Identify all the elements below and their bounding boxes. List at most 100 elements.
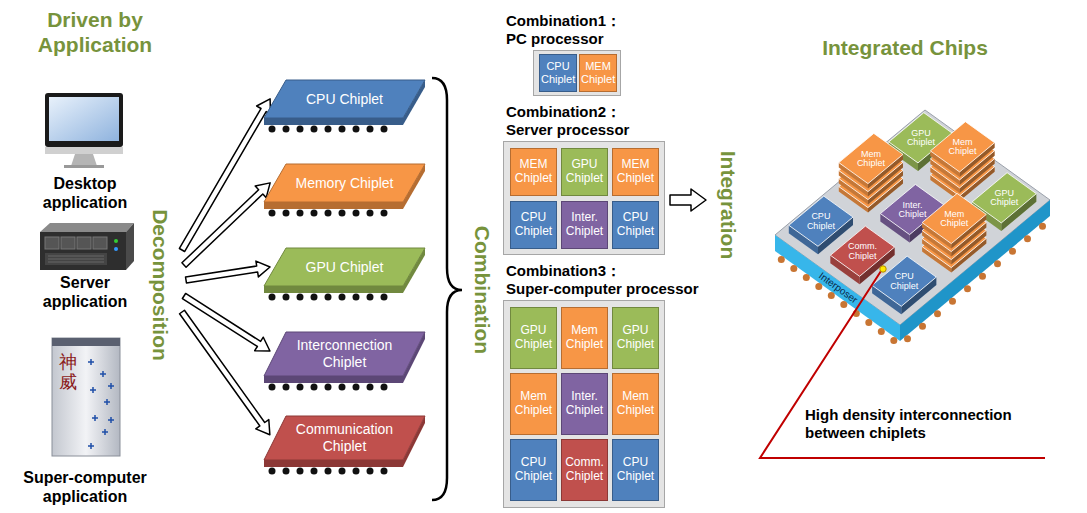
interposer-bump <box>790 265 797 272</box>
stacked-chiplet <box>872 256 936 314</box>
chiplet-box: Memory Chiplet <box>262 162 427 218</box>
chiplet-cell-label: Inter. Chiplet <box>563 390 606 418</box>
chip-label: CPU Chiplet <box>886 272 922 291</box>
solder-bump <box>269 294 276 301</box>
chiplet-cell: Mem Chiplet <box>612 373 659 435</box>
solder-bump <box>297 210 304 217</box>
combination-subtitle: Server processor <box>506 121 629 139</box>
stacked-chiplet <box>789 113 1036 315</box>
solder-bump <box>367 294 374 301</box>
combination-box: Combination1：PC processorCPU ChipletMEM … <box>533 50 621 96</box>
interposer-bump <box>994 260 1001 267</box>
server-icon <box>45 253 107 265</box>
chiplet-box: Interconnection Chiplet <box>262 330 427 392</box>
solder-bump <box>283 468 290 475</box>
chiplet-cell: Inter. Chiplet <box>561 201 608 249</box>
integration-arrow <box>670 189 706 211</box>
solder-bump <box>283 126 290 133</box>
solder-bump <box>325 384 332 391</box>
application-caption: Super-computer application <box>10 468 160 506</box>
monitor-icon <box>64 165 104 168</box>
chip-label: Comm. Chiplet <box>845 242 881 261</box>
chiplet-cell-label: MEM Chiplet <box>614 158 657 186</box>
step-label: Integration <box>715 151 740 260</box>
combination-subtitle: Super-computer processor <box>506 280 699 298</box>
chiplet-cell-label: GPU Chiplet <box>512 324 555 352</box>
monitor-icon <box>45 93 123 168</box>
leader-line <box>880 266 886 272</box>
interposer-bump <box>904 335 911 342</box>
chiplet-cell: CPU Chiplet <box>510 439 557 501</box>
chiplet-cell-label: CPU Chiplet <box>512 456 555 484</box>
solder-bump <box>325 468 332 475</box>
solder-bump <box>339 126 346 133</box>
stacked-chiplet <box>839 133 903 188</box>
solder-bump <box>311 210 318 217</box>
solder-bump <box>353 294 360 301</box>
solder-bump <box>325 210 332 217</box>
server-icon <box>126 223 134 270</box>
decomposition-arrow <box>175 95 277 254</box>
chiplet-shape <box>264 376 403 383</box>
solder-bump <box>297 384 304 391</box>
decomposition-arrow <box>175 95 277 440</box>
chiplet-cell: CPU Chiplet <box>612 439 659 501</box>
combination-brace <box>432 78 462 500</box>
server-icon <box>114 239 118 243</box>
solder-bump <box>353 210 360 217</box>
step-label: Combination <box>469 226 494 354</box>
combination-title: Combination3： <box>506 262 699 280</box>
solder-bump <box>311 384 318 391</box>
chiplet-shape <box>264 416 425 460</box>
interposer-bump <box>865 319 872 326</box>
combination-heading: Combination2：Server processor <box>506 103 629 139</box>
chiplet-cell-label: Comm. Chiplet <box>563 456 606 484</box>
interposer-bump <box>919 323 926 330</box>
monitor-icon <box>49 97 119 141</box>
chiplet-label: GPU Chiplet <box>290 259 399 276</box>
interposer-bump <box>803 274 810 281</box>
solder-bump <box>353 384 360 391</box>
chiplet-cell-label: Inter. Chiplet <box>563 211 606 239</box>
server-icon <box>48 256 104 262</box>
solder-bump <box>269 468 276 475</box>
chiplet-cell: GPU Chiplet <box>510 307 557 369</box>
solder-bump <box>283 210 290 217</box>
supercomputer-icon <box>88 359 114 449</box>
solder-bump <box>381 294 388 301</box>
solder-bump <box>339 294 346 301</box>
interposer-bump <box>878 328 885 335</box>
chiplet-cell: Inter. Chiplet <box>561 373 608 435</box>
decomposition-arrow <box>178 177 275 271</box>
combination-heading: Combination3：Super-computer processor <box>506 262 699 298</box>
chip-label: GPU Chiplet <box>903 128 939 147</box>
solder-bump <box>339 210 346 217</box>
stacked-chiplet <box>930 122 994 201</box>
chiplet-cell: GPU Chiplet <box>612 307 659 369</box>
application-caption: Desktop application <box>25 174 145 212</box>
solder-bump <box>269 384 276 391</box>
combination-title: Combination1： <box>506 12 621 30</box>
combination-title: Combination2： <box>506 103 629 121</box>
server-icon <box>114 247 118 251</box>
combination-brace <box>432 78 462 500</box>
step-label: Decomposition <box>147 209 172 361</box>
chiplet-cell: Comm. Chiplet <box>561 439 608 501</box>
stacked-chiplet <box>930 122 994 177</box>
interposer-plate <box>775 110 1050 341</box>
combination-box: Combination2：Server processorMEM Chiplet… <box>503 141 665 255</box>
chiplet-box: CPU Chiplet <box>262 78 427 134</box>
chiplet-cell: MEM Chiplet <box>612 148 659 196</box>
solder-bump <box>367 210 374 217</box>
chiplet-cell-label: CPU Chiplet <box>614 456 657 484</box>
monitor-icon <box>71 154 97 166</box>
solder-bump <box>367 468 374 475</box>
stacked-chiplet <box>839 133 903 212</box>
combination-subtitle: PC processor <box>506 30 621 48</box>
supercomputer-icon <box>52 338 120 456</box>
solder-bump <box>297 294 304 301</box>
solder-bump <box>367 384 374 391</box>
chiplet-shape <box>264 80 425 118</box>
callout-text: High density interconnection between chi… <box>805 406 1050 442</box>
chiplet-cell: CPU Chiplet <box>539 54 577 92</box>
